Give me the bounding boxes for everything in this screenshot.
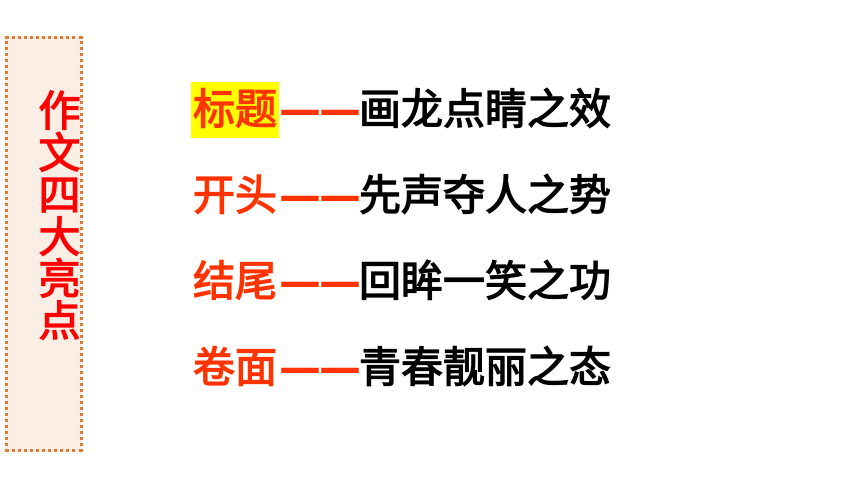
side-title-text: 作文四大亮点 — [32, 89, 81, 341]
dash-separator: —— — [279, 257, 361, 306]
dash-separator: —— — [279, 85, 361, 134]
term-description: 画龙点睛之效 — [359, 85, 612, 134]
term-label: 标题 — [191, 82, 280, 138]
side-panel: 作文四大亮点 — [5, 36, 83, 452]
term-description: 先声夺人之势 — [359, 171, 612, 220]
dash-separator: —— — [279, 343, 361, 392]
highlight-list: 标题 —— 画龙点睛之效 开头 —— 先声夺人之势 结尾 —— 回眸一笑之功 卷… — [191, 82, 611, 426]
term-description: 回眸一笑之功 — [359, 257, 612, 306]
list-item: 结尾 —— 回眸一笑之功 — [191, 254, 611, 340]
term-label: 开头 — [193, 171, 278, 220]
term-label: 卷面 — [193, 343, 278, 392]
term-label: 结尾 — [193, 257, 278, 306]
dash-separator: —— — [279, 171, 361, 220]
term-description: 青春靓丽之态 — [359, 343, 612, 392]
side-title: 作文四大亮点 — [8, 89, 81, 341]
list-item: 开头 —— 先声夺人之势 — [191, 168, 611, 254]
list-item: 标题 —— 画龙点睛之效 — [191, 82, 611, 168]
list-item: 卷面 —— 青春靓丽之态 — [191, 340, 611, 426]
